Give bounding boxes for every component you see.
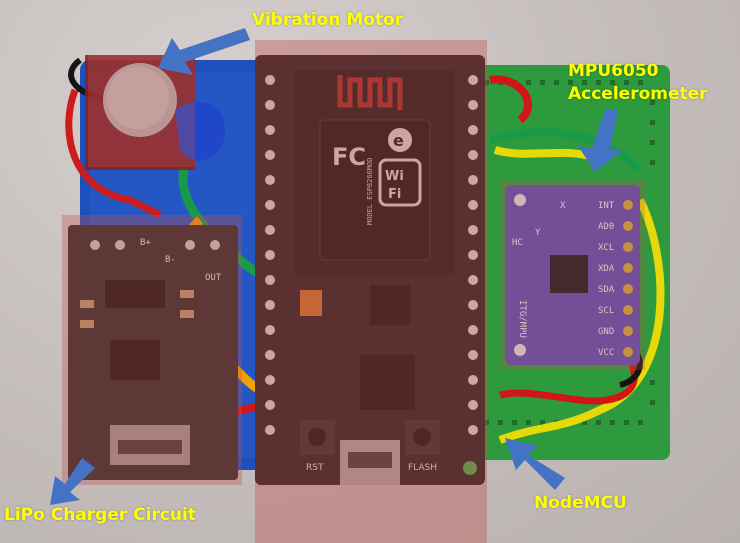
lipo-charger-label: LiPo Charger Circuit: [4, 505, 196, 525]
charger-board: B+ B- OUT: [68, 225, 238, 480]
mpu-pin-xcl: XCL: [598, 243, 614, 253]
arrow-mpu6050: [578, 110, 622, 172]
voltage-regulator: [370, 285, 410, 325]
vibration-motor-label: Vibration Motor: [252, 10, 404, 30]
mpu-chip: [550, 255, 588, 293]
wifi-badge-top: Wi: [385, 169, 404, 184]
vibration-motor: [85, 55, 225, 170]
nodemcu-highlight: [255, 40, 487, 543]
charger-highlight: [62, 215, 242, 485]
esp-brand-circle: [388, 128, 412, 152]
mpu-hc-mark: HC: [512, 238, 523, 248]
mpu-pin-xda: XDA: [598, 264, 615, 274]
mpu-pin-gnd: GND: [598, 327, 614, 337]
esp-antenna-trace: [337, 75, 403, 110]
red-wire-mpu-vcc: [499, 358, 638, 405]
led-smd: [300, 290, 322, 316]
arrow-lipo-charger: [50, 458, 95, 505]
nodemcu-board: e Wi Fi FC MODEL ESP8266MOD RST FLASH: [255, 55, 485, 485]
mpu-pin-sda: SDA: [598, 285, 615, 295]
red-wire-top-right: [489, 75, 532, 124]
mpu6050-label-line1: MPU6050: [568, 61, 659, 81]
motor-highlight: [88, 55, 195, 167]
nodemcu-right-header: [468, 75, 478, 435]
mpu-pin-vcc: VCC: [598, 348, 614, 358]
esp-module-shield: [319, 119, 431, 261]
charger-out-label: OUT: [205, 273, 222, 283]
charger-bminus-label: B-: [165, 255, 176, 265]
blue-tape: [175, 101, 225, 161]
rst-button-label: RST: [306, 463, 324, 473]
mpu-pin-ad0: AD0: [598, 222, 614, 232]
mpu-header-pins: [623, 200, 633, 357]
charger-bplus-label: B+: [140, 238, 151, 248]
fc-mark: FC: [332, 143, 366, 171]
mpu-highlight: [500, 180, 645, 370]
mpu-model-text: ITG/MPU: [517, 300, 527, 338]
mpu6050-label-line2: Accelerometer: [568, 84, 708, 104]
esp-brand-mark: e: [393, 131, 404, 150]
nodemcu-left-header: [265, 75, 275, 435]
mpu6050-board: INT AD0 XCL XDA SDA SCL GND VCC X Y HC I…: [505, 185, 640, 365]
mpu-pin-scl: SCL: [598, 306, 614, 316]
mpu-axis-x: X: [560, 201, 566, 211]
green-wire-right: [488, 128, 643, 173]
red-wire-motor: [65, 88, 162, 219]
status-led: [463, 461, 477, 475]
esp-model-text: MODEL ESP8266MOD: [366, 158, 374, 225]
arrow-nodemcu: [505, 438, 565, 490]
wifi-badge: [378, 158, 422, 207]
mpu-pin-int: INT: [598, 201, 615, 211]
flash-button-label: FLASH: [408, 463, 437, 473]
mpu-axis-y: Y: [535, 228, 541, 238]
nodemcu-label: NodeMCU: [534, 493, 627, 513]
arrow-vibration-motor: [158, 28, 250, 75]
usb-serial-chip: [360, 355, 415, 410]
wifi-badge-bottom: Fi: [388, 187, 401, 202]
